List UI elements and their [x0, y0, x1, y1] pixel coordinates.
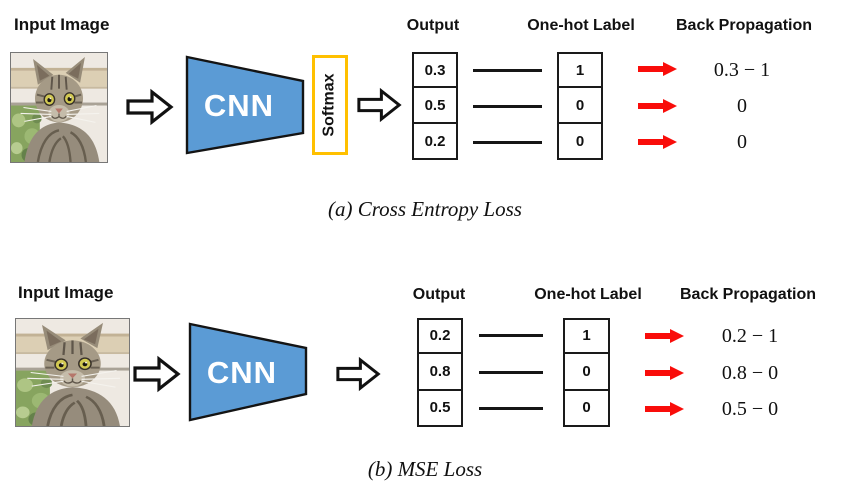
red-arrow-icon — [645, 365, 685, 386]
connector-line — [479, 407, 543, 410]
onehot-cell: 0 — [557, 124, 603, 160]
output-cell: 0.5 — [412, 88, 458, 124]
panel-a-onehot-header: One-hot Label — [527, 17, 635, 34]
red-arrow-icon — [638, 98, 678, 119]
output-cell: 0.3 — [412, 52, 458, 88]
backprop-value: 0.5 − 0 — [721, 398, 779, 420]
connector-line — [473, 105, 542, 108]
panel-b-block-arrow-icon-1 — [133, 355, 181, 398]
panel-a-softmax-label: Softmax — [321, 73, 338, 137]
panel-b-onehot-column: 1 0 0 — [563, 317, 610, 427]
connector-line — [479, 371, 543, 374]
backprop-value: 0 — [737, 95, 747, 117]
connector-line — [479, 334, 543, 337]
panel-a-output-column: 0.3 0.5 0.2 — [412, 52, 458, 160]
red-arrow-icon — [638, 61, 678, 82]
panel-b-cnn-label: CNN — [207, 355, 277, 390]
onehot-cell: 1 — [563, 317, 610, 354]
panel-b-cnn-block: CNN — [188, 320, 308, 424]
panel-a-backprop-header: Back Propagation — [675, 17, 813, 34]
panel-a-onehot-column: 1 0 0 — [557, 52, 603, 160]
output-cell: 0.2 — [412, 124, 458, 160]
panel-a-block-arrow-icon-2 — [357, 87, 402, 128]
panel-a-output-header: Output — [406, 17, 460, 34]
panel-b-output-header: Output — [412, 286, 466, 303]
output-cell: 0.8 — [417, 354, 463, 391]
panel-a-softmax-box: Softmax — [312, 55, 348, 155]
output-cell: 0.5 — [417, 390, 463, 427]
backprop-value: 0.8 − 0 — [721, 361, 779, 384]
backprop-value: 0 — [737, 131, 747, 153]
red-arrow-icon — [645, 328, 685, 349]
onehot-cell: 0 — [563, 390, 610, 427]
panel-a-input-image-label: Input Image — [14, 15, 110, 34]
red-arrow-icon — [645, 401, 685, 422]
panel-a-block-arrow-icon-1 — [126, 88, 174, 131]
panel-b-block-arrow-icon-2 — [336, 356, 381, 397]
panel-b-backprop-column: 0.2 − 1 0.8 − 0 0.5 − 0 — [672, 318, 828, 428]
connector-line — [473, 69, 542, 72]
panel-a-backprop-column: 0.3 − 1 0 0 — [664, 52, 820, 160]
panel-b-caption: (b) MSE Loss — [367, 457, 483, 481]
backprop-value: 0.3 − 1 — [713, 59, 771, 81]
output-cell: 0.2 — [417, 317, 463, 354]
onehot-cell: 0 — [563, 354, 610, 391]
red-arrow-icon — [638, 134, 678, 155]
panel-b-input-image-cat-photo — [15, 318, 130, 427]
onehot-cell: 1 — [557, 52, 603, 88]
panel-b-onehot-header: One-hot Label — [534, 286, 642, 303]
backprop-value: 0.2 − 1 — [721, 325, 779, 347]
connector-line — [473, 141, 542, 144]
panel-b-backprop-header: Back Propagation — [679, 286, 817, 303]
panel-b-output-column: 0.2 0.8 0.5 — [417, 317, 463, 427]
onehot-cell: 0 — [557, 88, 603, 124]
panel-a-caption: (a) Cross Entropy Loss — [328, 197, 522, 221]
panel-a-cnn-label: CNN — [204, 88, 274, 123]
panel-b-input-image-label: Input Image — [18, 283, 114, 302]
panel-a-cnn-block: CNN — [185, 54, 305, 156]
panel-a-input-image-cat-photo — [10, 52, 108, 163]
